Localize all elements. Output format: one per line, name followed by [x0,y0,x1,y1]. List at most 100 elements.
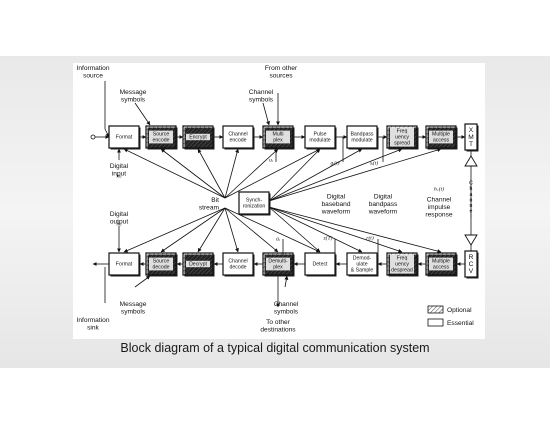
top-block-2-text-pad [186,133,210,141]
info-source-label: Information [77,65,110,72]
u-i-label: uᵢ [269,157,273,163]
rcv-block [464,250,478,278]
digital-bandpass-label: Digital [374,193,393,200]
top-block-4-label: plex [273,137,283,143]
u-hat-i-label: ûᵢ [276,236,280,242]
bottom-block-5-label: Detect [313,261,329,267]
message-symbols-top-label: Message [120,89,147,96]
bottom-block-2-label: Decrypt [189,261,207,267]
bit-stream-arrow-bottom [123,207,226,253]
message-symbols-bottom-label: Message [120,301,147,308]
channel-impulse-label: Channel [427,196,452,203]
channel-vertical-label: C [469,181,473,187]
channel-impulse-label: response [425,211,452,218]
bottom-block-7-label: Freq [397,255,408,261]
rcv-block-label: V [469,268,474,275]
bit-stream-arrow-top [197,148,226,199]
sync-arrow-bottom [268,206,403,253]
digital-bandpass-label: waveform [368,208,398,215]
top-block-5 [304,125,336,149]
bit-stream-arrow-top [224,148,279,199]
bottom-block-7-text-pad [390,254,414,274]
top-block-5-label: modulate [309,137,330,143]
digital-baseband-label: baseband [322,201,351,208]
channel-vertical-label: l [470,214,471,220]
bottom-block-2-text-pad [186,260,210,268]
sync-arrow-top [268,148,321,202]
bottom-block-6-label: & Sample [351,267,374,273]
antenna-triangle-bottom [464,234,478,246]
h-c-t-label: h꜀(t) [434,185,444,192]
bottom-block-3-label: Channel [228,258,247,264]
bottom-block-6 [346,252,378,276]
top-block-7-label: Freq [397,128,408,134]
antenna-triangle-top [464,155,478,167]
top-block-6-label: Bandpass [350,131,373,137]
digital-baseband-label: waveform [321,208,351,215]
r-t-label: r(t) [366,234,374,241]
digital-input-label: Digital [110,163,129,170]
sync-arrow-bottom [268,206,321,253]
bit-stream-label: stream [199,205,220,212]
input-node [90,134,96,140]
top-block-7-text-pad [390,127,414,147]
top-block-0-label: Format [116,134,133,140]
sync-block-label: ronization [243,203,266,209]
top-block-7-label: spread [394,140,410,146]
bottom-block-0-label: Format [116,261,133,267]
from-other-sources-label: sources [269,73,293,80]
bottom-block-4-label: plex [273,264,283,270]
m-i-label: mᵢ [117,173,122,179]
from-other-sources-label: From other [265,65,298,72]
top-block-6-label: modulate [351,137,372,143]
legend-essential-swatch [427,318,444,327]
top-block-3-label: Channel [228,131,247,137]
bottom-block-3 [222,252,254,276]
bottom-block-1-label: decode [152,264,169,270]
sync-arrow-top [268,148,363,202]
to-other-destinations-label: To other [266,319,291,326]
top-block-4-label: Multi [273,131,284,137]
top-block-1-label: Source [153,131,170,137]
bottom-block-8-label: access [433,264,450,270]
channel-impulse-label: impulse [428,204,451,211]
xmt-block-label: M [468,134,474,141]
bit-stream-arrow-top [224,148,239,199]
bottom-block-4-text-pad [266,257,290,271]
xmt-block-label: T [469,141,473,148]
legend-optional-label: Optional [447,307,472,314]
bottom-block-7-label: despread [391,267,413,273]
bit-stream-arrow-top [224,148,321,199]
sync-arrow-bottom [268,206,442,254]
bottom-block-1-text-pad [149,257,173,271]
bit-stream-arrow-bottom [224,207,279,253]
bottom-block-6-label: Demod- [353,255,372,261]
xmt-block-label: X [469,127,474,134]
channel-symbols-top-arrow [262,102,270,126]
xmt-block [464,123,478,151]
bottom-block-8-label: Multiple [432,258,450,264]
digital-bandpass-label: bandpass [369,201,398,208]
bottom-block-3-label: decode [229,264,246,270]
bit-stream-arrow-top [160,148,226,199]
top-block-2-label: Encrypt [189,134,207,140]
top-block-6 [346,125,378,149]
channel-symbols-bottom-label: Channel [274,301,299,308]
bottom-block-7-label: uency [395,261,409,267]
sync-block [238,191,270,215]
legend-optional-swatch [427,305,444,314]
channel-vertical-label: n [470,197,473,203]
bit-stream-arrow-bottom [160,207,226,253]
sync-block-label: Synch- [246,197,262,203]
bit-stream-arrow-bottom [197,207,226,253]
rcv-block-label: R [469,254,474,261]
bit-stream-arrow-bottom [224,207,321,253]
digital-input-label: input [112,171,126,178]
top-block-7-label: uency [395,134,409,140]
top-block-4-text-pad [266,130,290,144]
z-T-label: z(T) [322,234,332,241]
s-i-t-label: sᵢ(t) [370,159,378,166]
top-block-8-label: Multiple [432,131,450,137]
m-hat-i-label: m̂ᵢ [117,221,122,227]
info-source-label: source [83,73,103,80]
